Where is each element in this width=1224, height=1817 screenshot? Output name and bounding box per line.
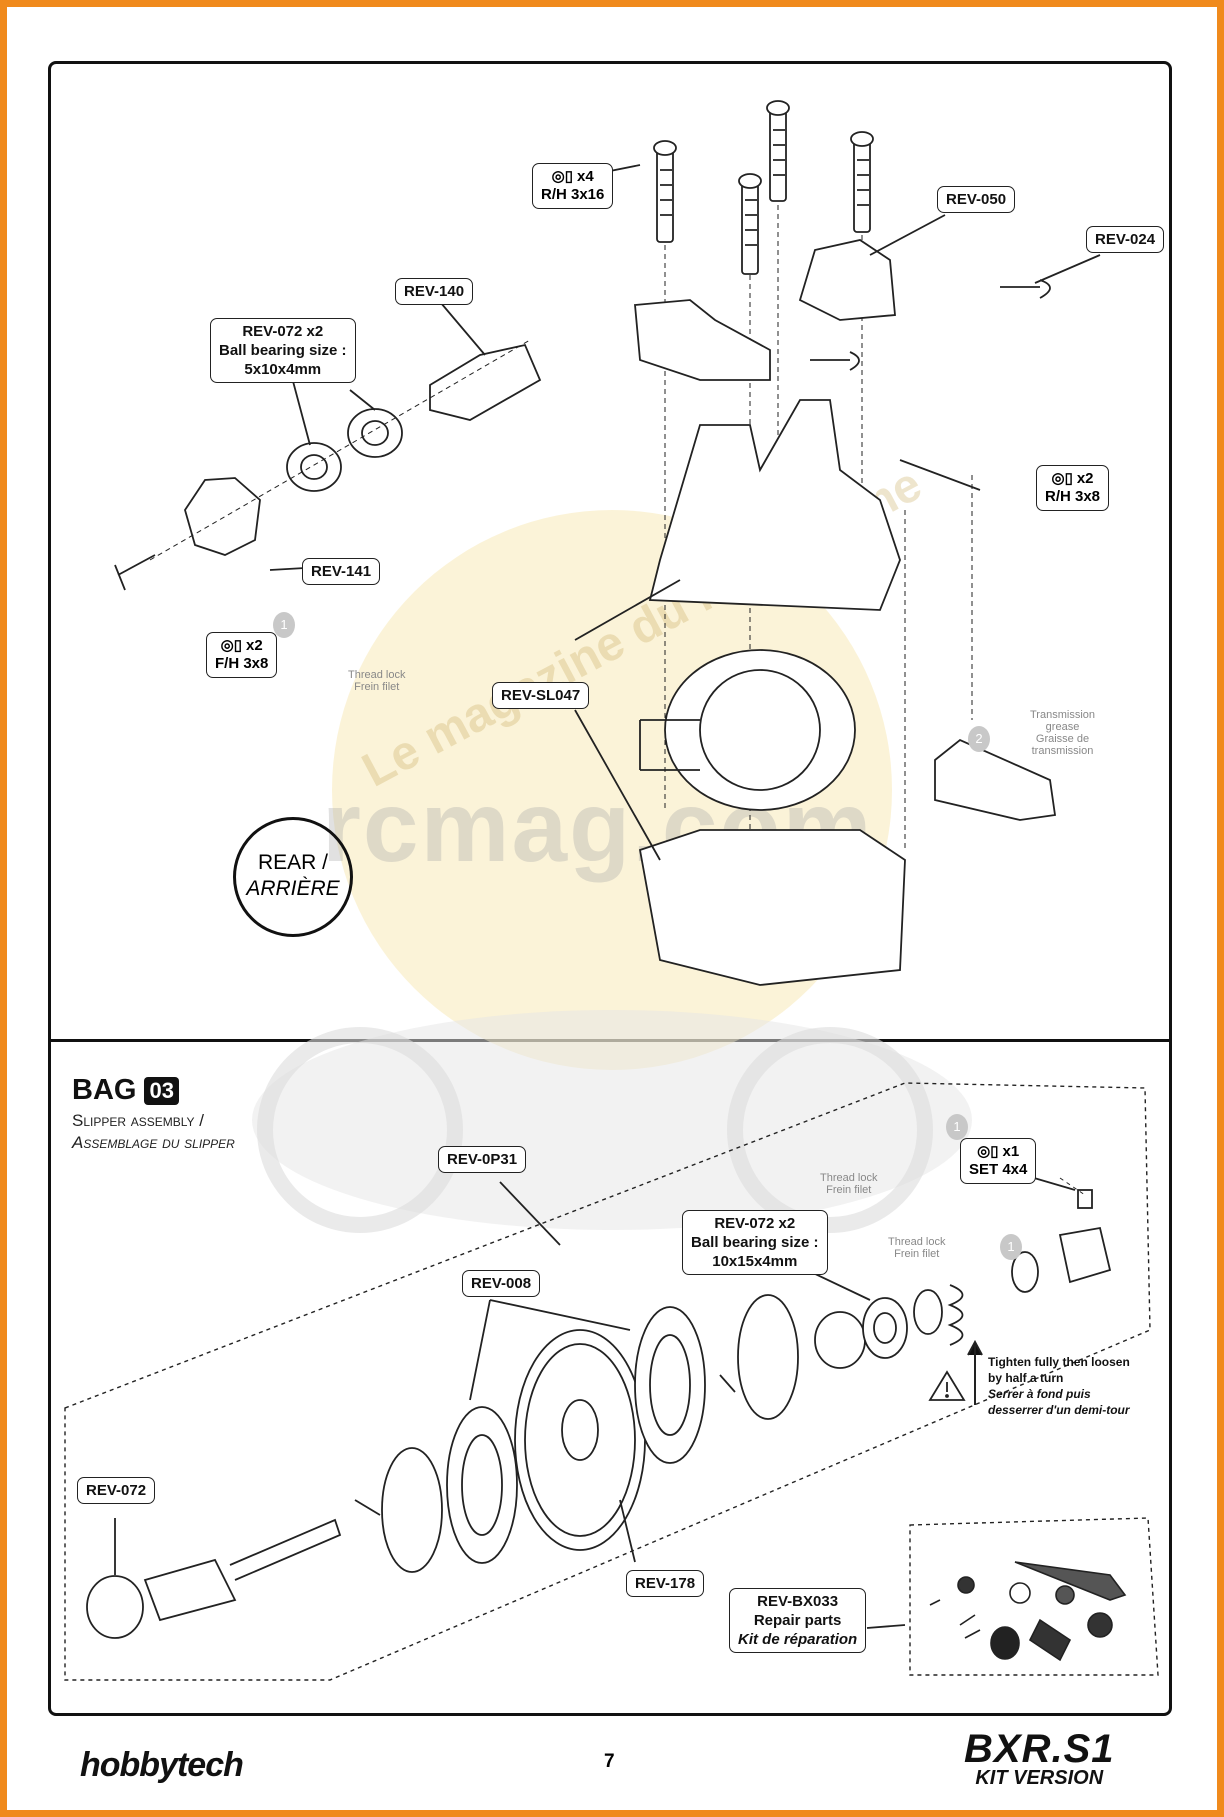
hardware-set4x4: ◎▯x1 SET 4x4 <box>960 1138 1037 1184</box>
part-label-rev072-top: REV-072 x2 Ball bearing size : 5x10x4mm <box>210 318 356 383</box>
part-label-rev050: REV-050 <box>937 186 1016 213</box>
step-number-2-top: 2 <box>968 726 990 752</box>
part-label-rev0p31: REV-0P31 <box>438 1146 527 1173</box>
step-number-1-top: 1 <box>273 612 295 638</box>
washer-icon: ◎▯ <box>977 1143 999 1160</box>
model-logo: BXR.S1 KIT VERSION <box>964 1727 1115 1789</box>
hardware-screw-rh3x16: ◎▯x4 R/H 3x16 <box>532 163 614 209</box>
part-label-rev008: REV-008 <box>462 1270 541 1297</box>
part-label-rev024: REV-024 <box>1086 226 1165 253</box>
washer-icon: ◎▯ <box>551 168 574 185</box>
hardware-screw-rh3x8: ◎▯x2 R/H 3x8 <box>1036 465 1110 511</box>
part-label-rev141: REV-141 <box>302 558 381 585</box>
part-label-rev178: REV-178 <box>626 1570 705 1597</box>
grease-note: Transmission grease Graisse de transmiss… <box>1030 709 1095 757</box>
step-number-1b-bottom: 1 <box>1000 1234 1022 1260</box>
thread-lock-note-top: Thread lock Frein filet <box>348 669 406 693</box>
bag-subtitle: Slipper assembly / Assemblage du slipper <box>72 1111 235 1152</box>
brand-logo: hobbytech <box>80 1746 244 1784</box>
washer-icon: ◎▯ <box>220 637 242 654</box>
tighten-instruction: Tighten fully then loosen by half a turn… <box>988 1355 1130 1417</box>
thread-lock-note-a: Thread lock Frein filet <box>820 1172 878 1196</box>
page-number: 7 <box>604 1751 615 1772</box>
bag-title: BAG 03 <box>72 1074 179 1107</box>
screw-rh3x16-group <box>653 100 874 275</box>
part-label-rev140: REV-140 <box>395 278 474 305</box>
part-label-rev072-bottom: REV-072 x2 Ball bearing size : 10x15x4mm <box>682 1210 828 1275</box>
part-label-rev072-shaft: REV-072 <box>77 1477 156 1504</box>
part-label-revbx033: REV-BX033 Repair parts Kit de réparation <box>729 1588 867 1653</box>
step-number-1a-bottom: 1 <box>946 1114 968 1140</box>
part-label-revsl047: REV-SL047 <box>492 682 590 709</box>
rear-badge: REAR / ARRIÈRE <box>233 817 353 937</box>
bag-number: 03 <box>144 1076 179 1105</box>
hardware-screw-fh3x8: ◎▯x2 F/H 3x8 <box>206 632 278 678</box>
thread-lock-note-b: Thread lock Frein filet <box>888 1236 946 1260</box>
washer-icon: ◎▯ <box>1051 470 1073 487</box>
